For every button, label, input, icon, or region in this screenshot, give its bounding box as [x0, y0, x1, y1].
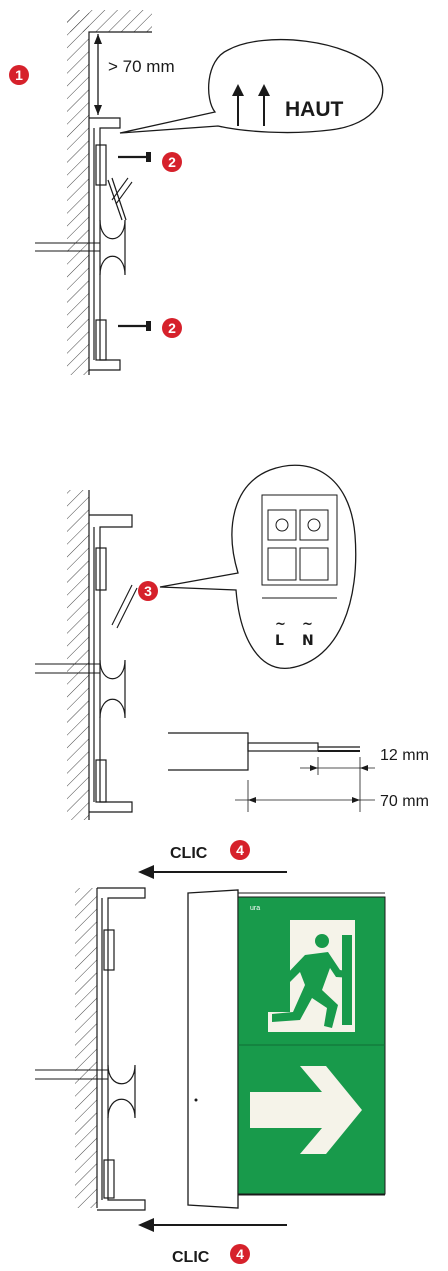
svg-text:~: ~ — [302, 617, 313, 632]
terminal-zoom-callout: ~ ~ L N — [159, 464, 357, 669]
clic-label-bottom: CLIC — [172, 1249, 210, 1266]
step-3-panel: 3 ~ ~ L N — [35, 464, 429, 820]
wall-hatch-2 — [67, 490, 89, 820]
screw-bottom — [118, 321, 151, 331]
distance-label: > 70 mm — [108, 57, 175, 76]
wall-outline — [88, 31, 152, 375]
step-badge-4-bottom: 4 — [230, 1244, 250, 1264]
step-badge-4-top: 4 — [230, 840, 250, 860]
luminaire-body — [187, 889, 385, 1209]
wall-hatch — [67, 10, 89, 375]
right-arrow-icon — [250, 1066, 362, 1154]
wall-hatch-3 — [75, 888, 97, 1208]
step-badge-2-top: 2 — [162, 152, 182, 172]
up-arrow-icon-head — [232, 84, 244, 96]
svg-text:1: 1 — [15, 67, 23, 83]
brand-logo: ura — [250, 905, 260, 912]
terminal-label-l: L — [275, 633, 284, 649]
step-badge-2-bottom: 2 — [162, 318, 182, 338]
screw-top — [118, 152, 151, 162]
mounting-bracket-3 — [97, 887, 146, 1211]
exit-sign-panel: ura — [237, 896, 386, 1195]
step-badge-3: 3 — [138, 581, 158, 601]
step-badge-1: 1 — [9, 65, 29, 85]
supply-cable-2 — [35, 584, 138, 674]
mounting-bracket — [89, 117, 127, 371]
haut-label: HAUT — [285, 98, 343, 121]
strip-length-label: 12 mm — [380, 747, 429, 764]
svg-text:~: ~ — [275, 617, 286, 632]
step-1-panel: > 70 mm 1 — [9, 10, 384, 375]
terminal-label-n: N — [302, 633, 314, 649]
svg-text:3: 3 — [144, 583, 152, 599]
step-4-panel: CLIC 4 CLIC 4 ura — [35, 840, 386, 1266]
supply-cable-3 — [35, 1069, 108, 1080]
dimension-arrow-top — [94, 34, 102, 44]
cable-strip-detail — [168, 732, 375, 812]
sheath-length-label: 70 mm — [380, 793, 429, 810]
dimension-arrow-bottom — [94, 105, 102, 115]
svg-text:4: 4 — [236, 842, 244, 858]
clic-label-top: CLIC — [170, 845, 208, 862]
svg-text:2: 2 — [168, 320, 176, 336]
supply-cable — [35, 177, 133, 252]
svg-text:2: 2 — [168, 154, 176, 170]
haut-callout: HAUT — [119, 39, 384, 134]
running-man-icon — [268, 920, 355, 1032]
up-arrow-icon-head — [258, 84, 270, 96]
svg-text:4: 4 — [236, 1246, 244, 1262]
